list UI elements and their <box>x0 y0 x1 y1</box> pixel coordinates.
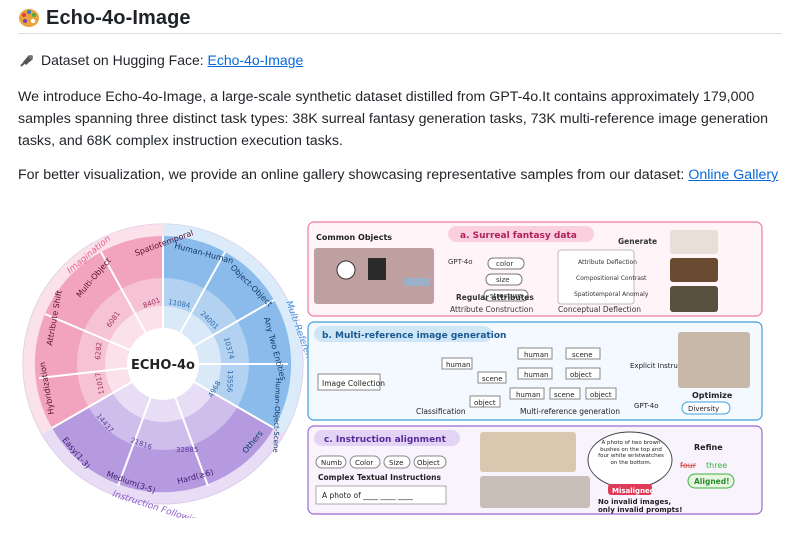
combo-7: object <box>590 391 612 399</box>
speech-bubble-text-wrap: A photo of two brown bushes on the top a… <box>598 440 664 466</box>
cat-human-box <box>441 357 473 370</box>
attr-construction: Attribute Construction <box>450 305 534 314</box>
classification: Classification <box>416 407 466 416</box>
attr-color: color <box>496 260 513 268</box>
seg-value-human-object-scene: 13556 <box>225 370 234 393</box>
combo-1: human <box>524 351 548 359</box>
dataset-line: Dataset on Hugging Face: Echo-4o-Image <box>18 52 303 68</box>
deflection-1: Attribute Deflection <box>578 259 637 266</box>
deflection-3: Spatiotemporal Anomaly <box>574 291 649 298</box>
plane-image <box>404 278 430 286</box>
panel-c-title: c. Instruction alignment <box>324 435 447 445</box>
panel-instruction-alignment: c. Instruction alignment Numb Color Size… <box>307 425 763 515</box>
generated-image-3 <box>670 286 718 312</box>
combo-6: scene <box>554 391 575 399</box>
intro-paragraph: We introduce Echo-4o-Image, a large-scal… <box>18 89 768 149</box>
attr-pill-structure <box>483 289 529 302</box>
gallery-text: For better visualization, we provide an … <box>18 167 689 183</box>
combo-grid: human scene human object human scene obj… <box>509 347 617 400</box>
common-objects-label: Common Objects <box>316 233 392 242</box>
conceptual-deflection: Conceptual Deflection <box>558 305 641 314</box>
generated-image-1 <box>670 230 718 254</box>
image-collection-box <box>317 373 381 391</box>
instruction-image-2 <box>480 476 590 508</box>
regular-attrs: Regular attributes <box>456 293 534 302</box>
generated-image-2 <box>670 258 718 282</box>
aligned-badge <box>687 473 735 489</box>
overview-figure: ECHO-4o Spatiotemporal Multi-Object Attr… <box>18 218 764 528</box>
generate-label: Generate <box>618 237 657 246</box>
only-invalid: only invalid prompts! <box>598 506 682 514</box>
tag-numb: Numb <box>321 459 342 467</box>
word-three: three <box>706 461 727 470</box>
multi-ref-generation: Multi-reference generation <box>520 407 620 416</box>
seg-value-attribute-shift: 6282 <box>94 342 104 360</box>
cat-human: human <box>446 361 470 369</box>
panel-b-title: b. Multi-reference image generation <box>322 331 506 341</box>
optimize-label: Optimize <box>692 391 733 400</box>
no-invalid: No invalid images, <box>598 498 671 506</box>
combo-2: scene <box>572 351 593 359</box>
aligned: Aligned! <box>694 477 730 486</box>
cat-object-box <box>469 395 501 408</box>
figure-canvas: ECHO-4o Spatiotemporal Multi-Object Attr… <box>22 221 763 528</box>
dataset-link[interactable]: Echo-4o-Image <box>207 52 304 68</box>
ball-image <box>336 260 356 280</box>
seg-value-human-human: 11084 <box>168 298 192 310</box>
tag-size: Size <box>389 459 403 467</box>
panel-b-gpt: GPT-4o <box>634 402 659 410</box>
attr-size: size <box>496 276 510 284</box>
seg-value-hard: 32885 <box>176 446 198 454</box>
instruction-image-1 <box>480 432 576 472</box>
explicit-instruction: Explicit Instruction <box>630 362 695 370</box>
cat-scene: scene <box>482 375 503 383</box>
wheel-center-label: ECHO-4o <box>131 358 195 373</box>
cat-scene-box <box>477 371 507 384</box>
dataset-label: Dataset on Hugging Face: <box>41 52 208 68</box>
tag-color: Color <box>355 459 373 467</box>
refine-label: Refine <box>694 443 723 452</box>
misaligned: Misaligned <box>612 487 655 495</box>
panel-multi-reference: b. Multi-reference image generation Imag… <box>307 321 763 421</box>
diversity-pill <box>681 401 731 415</box>
multi-ref-output-image <box>678 332 750 388</box>
misaligned-badge <box>608 484 652 495</box>
image-collection: Image Collection <box>322 379 385 388</box>
artist-palette-icon <box>19 9 39 27</box>
attr-pill-color <box>487 257 525 270</box>
panel-a-gpt: GPT-4o <box>448 258 473 266</box>
seg-label-human-object-scene: Human-Object-Scene <box>271 378 282 453</box>
cat-object: object <box>474 399 496 407</box>
photo-prompt-box <box>315 485 447 505</box>
photo-prompt: A photo of ____ ____ ____ <box>322 491 413 500</box>
category-wheel: ECHO-4o Spatiotemporal Multi-Object Attr… <box>22 223 328 528</box>
camera-image <box>368 258 386 280</box>
seg-value-hybridization: 11017 <box>94 372 106 395</box>
panel-a-title-pill <box>448 226 594 242</box>
speech-bubble-text: A photo of two brown bushes on the top a… <box>598 440 664 466</box>
deflection-2: Compositional Contrast <box>576 275 647 282</box>
attr-structure: structure <box>490 292 522 300</box>
panel-surreal-fantasy: a. Surreal fantasy data Common Objects G… <box>307 221 763 317</box>
panel-b-title-pill <box>314 326 492 342</box>
wheel-center <box>127 328 199 400</box>
tag-object: Object <box>417 459 440 467</box>
combo-4: object <box>570 371 592 379</box>
word-four: four <box>680 461 697 470</box>
combo-5: human <box>516 391 540 399</box>
combo-3: human <box>524 371 548 379</box>
online-gallery-link[interactable]: Online Gallery <box>688 167 779 183</box>
panel-a-title: a. Surreal fantasy data <box>460 231 577 241</box>
instruction-tags: Numb Color Size Object <box>315 455 447 469</box>
pin-icon <box>20 55 33 67</box>
complex-instructions: Complex Textual Instructions <box>318 473 441 482</box>
page-title: Echo-4o-Image <box>46 7 191 29</box>
diversity: Diversity <box>688 405 719 413</box>
attr-pill-size <box>485 273 523 286</box>
panel-c-title-pill <box>314 430 460 446</box>
deflection-card <box>557 249 635 305</box>
gallery-paragraph: For better visualization, we provide an … <box>18 164 782 186</box>
page-header: Echo-4o-Image <box>18 4 782 34</box>
